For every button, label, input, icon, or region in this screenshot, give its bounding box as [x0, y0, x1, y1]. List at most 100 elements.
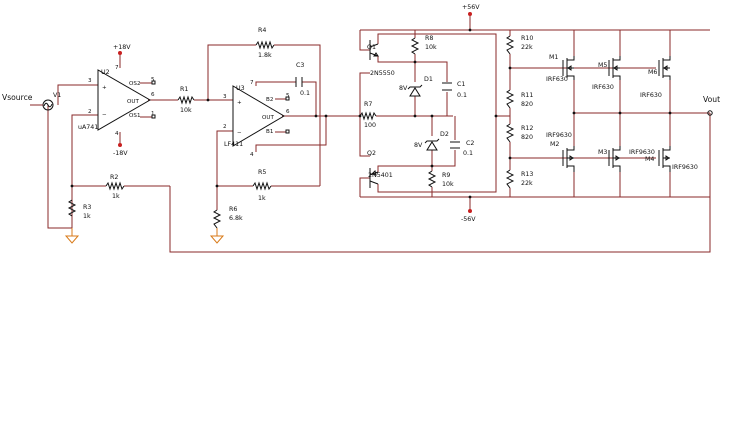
svg-text:OS2: OS2: [129, 81, 141, 87]
output-terminal: Vout: [703, 95, 720, 116]
signal-source-v1: V1 Vsource: [2, 92, 61, 111]
svg-text:1.8k: 1.8k: [258, 52, 272, 59]
svg-text:IRF9630: IRF9630: [672, 164, 698, 171]
supply-plus-56v: +56V: [462, 4, 480, 16]
svg-text:Q2: Q2: [367, 150, 376, 157]
svg-text:2N5550: 2N5550: [370, 70, 395, 77]
resistor-r6: R6 6.8k: [212, 206, 243, 229]
svg-text:R13: R13: [521, 171, 533, 178]
svg-text:IRF9630: IRF9630: [629, 149, 655, 156]
svg-text:6: 6: [151, 92, 155, 98]
svg-text:R12: R12: [521, 125, 533, 132]
resistor-r1: R1 10k: [177, 86, 195, 114]
svg-text:R11: R11: [521, 92, 533, 99]
svg-text:D1: D1: [424, 76, 433, 83]
svg-text:R9: R9: [442, 172, 450, 179]
transistor-q2: Q2 2N5401: [367, 150, 393, 188]
transistor-q1: Q1 2N5550: [367, 40, 395, 77]
svg-text:10k: 10k: [425, 44, 437, 51]
svg-text:820: 820: [521, 101, 533, 108]
svg-text:4: 4: [250, 152, 254, 158]
opamp-u2: + − U2 uA741 3 2 6 OUT OS2 OS1 5 1 7 4: [78, 65, 156, 137]
svg-text:+: +: [102, 85, 107, 91]
svg-text:M6: M6: [648, 69, 657, 76]
svg-text:R8: R8: [425, 35, 433, 42]
svg-text:+18V: +18V: [113, 44, 131, 51]
svg-text:R3: R3: [83, 204, 91, 211]
vout-label: Vout: [703, 95, 720, 104]
resistor-r13: R13 22k: [505, 169, 533, 189]
svg-text:0.1: 0.1: [463, 150, 473, 157]
svg-text:1k: 1k: [258, 195, 266, 202]
svg-text:B1: B1: [266, 129, 274, 135]
svg-text:22k: 22k: [521, 44, 533, 51]
svg-text:4: 4: [115, 131, 119, 137]
svg-text:3: 3: [88, 78, 92, 84]
resistor-r4: R4 1.8k: [255, 27, 275, 59]
svg-text:M1: M1: [549, 54, 558, 61]
svg-text:7: 7: [250, 80, 254, 86]
svg-text:R1: R1: [180, 86, 188, 93]
svg-text:5: 5: [151, 77, 155, 83]
svg-text:R7: R7: [364, 101, 372, 108]
svg-text:OS1: OS1: [129, 113, 141, 119]
svg-text:-56V: -56V: [461, 216, 476, 223]
svg-text:R6: R6: [229, 206, 237, 213]
supply-minus-56v: -56V: [461, 209, 476, 223]
supply-plus-18v: +18V: [113, 44, 131, 55]
svg-text:IRF9630: IRF9630: [546, 132, 572, 139]
svg-text:1: 1: [151, 111, 155, 117]
u3-part: LF411: [224, 141, 243, 148]
svg-text:1k: 1k: [112, 193, 120, 200]
mosfet-m2: IRF9630 M2: [546, 132, 575, 172]
svg-text:IRF630: IRF630: [592, 84, 614, 91]
resistor-r3: R3 1k: [67, 199, 91, 220]
mosfet-m4: M4 IRF9630: [645, 146, 698, 172]
svg-text:2: 2: [223, 124, 227, 130]
svg-text:2N5401: 2N5401: [368, 172, 393, 179]
svg-text:5: 5: [286, 93, 290, 99]
svg-text:-18V: -18V: [113, 150, 128, 157]
supply-minus-18v: -18V: [113, 143, 128, 157]
svg-text:1k: 1k: [83, 213, 91, 220]
mosfet-m5: M5 IRF630: [592, 56, 621, 91]
svg-text:B2: B2: [266, 97, 273, 103]
svg-text:−: −: [237, 130, 242, 136]
svg-text:R2: R2: [110, 174, 118, 181]
svg-text:820: 820: [521, 134, 533, 141]
svg-text:0.1: 0.1: [300, 90, 310, 97]
resistor-r11: R11 820: [505, 89, 533, 109]
svg-text:8V: 8V: [414, 142, 423, 149]
svg-text:IRF630: IRF630: [546, 76, 568, 83]
svg-text:M2: M2: [550, 141, 559, 148]
svg-text:8V: 8V: [399, 85, 408, 92]
svg-text:R10: R10: [521, 35, 533, 42]
svg-text:IRF630: IRF630: [640, 92, 662, 99]
svg-text:R4: R4: [258, 27, 266, 34]
zener-diode-d2: D2 8V: [414, 131, 449, 151]
svg-text:6: 6: [286, 109, 290, 115]
svg-text:100: 100: [364, 122, 376, 129]
resistor-r5: R5 1k: [252, 169, 272, 202]
resistor-r10: R10 22k: [505, 35, 533, 55]
capacitor-c2: C2 0.1: [450, 140, 474, 157]
svg-text:Q1: Q1: [367, 44, 376, 51]
vsource-label: Vsource: [2, 93, 33, 102]
resistor-r8: R8 10k: [410, 35, 437, 55]
svg-text:+56V: +56V: [462, 4, 480, 11]
capacitor-c3: C3 0.1: [295, 62, 310, 97]
resistor-r2: R2 1k: [105, 174, 125, 200]
wires: [47, 14, 711, 253]
ground-symbol-2: [209, 228, 225, 244]
zener-diode-d1: D1 8V: [399, 76, 433, 97]
svg-text:C1: C1: [457, 81, 465, 88]
mosfet-m3: M3 IRF9630: [598, 146, 655, 172]
svg-text:7: 7: [115, 65, 119, 71]
svg-text:M4: M4: [645, 156, 654, 163]
svg-text:3: 3: [223, 94, 227, 100]
svg-text:OUT: OUT: [262, 115, 274, 121]
svg-text:22k: 22k: [521, 180, 533, 187]
svg-text:OUT: OUT: [127, 99, 139, 105]
svg-text:10k: 10k: [442, 181, 454, 188]
